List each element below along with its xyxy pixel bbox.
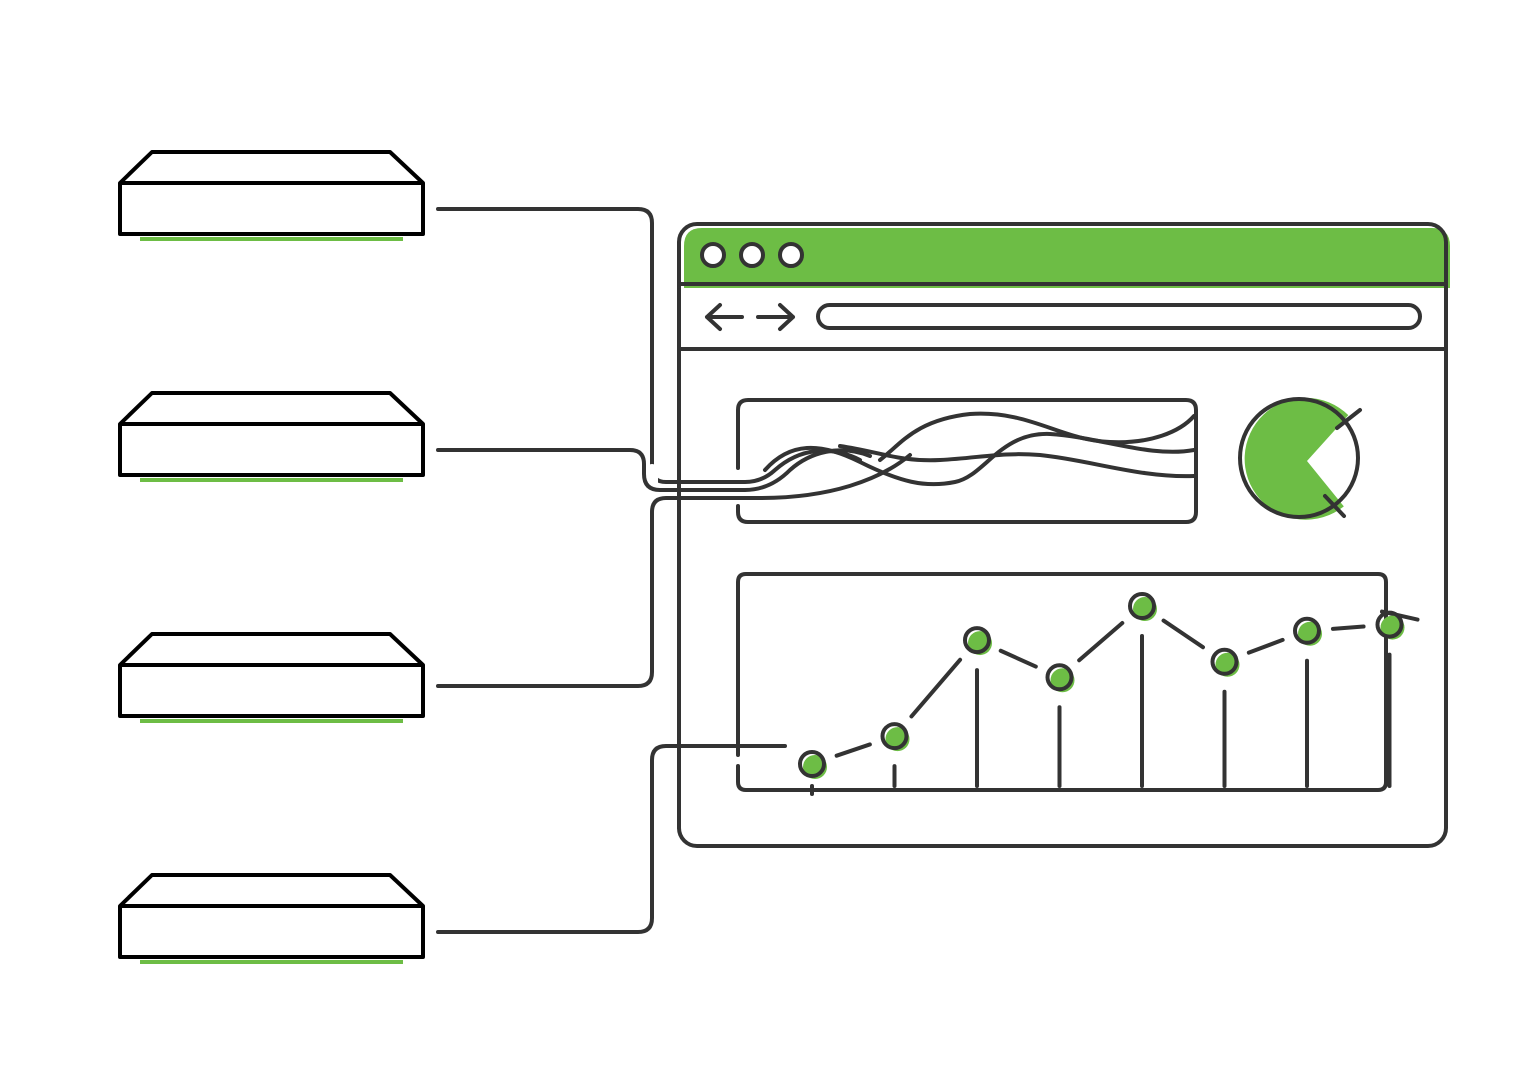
line-chart-frame [736,572,1388,792]
browser-title-bar [684,228,1450,288]
device-1 [118,150,425,241]
device-2 [118,391,425,482]
pie-slice-edge-2 [1323,494,1346,518]
wire-device-1 [436,207,862,484]
window-dot-close[interactable] [700,242,726,268]
data-point [1375,610,1405,640]
browser-window [677,222,1450,848]
device-4 [118,873,425,964]
data-point [1128,592,1157,621]
wave-panel [736,398,1198,524]
network-device-icon [118,632,425,718]
pie-chart-icon [1238,397,1362,520]
pie-slice-edge-1 [1335,408,1362,430]
data-point [1210,647,1240,677]
line-segment [1246,637,1285,655]
window-dot-maximize[interactable] [778,242,804,268]
wire-device-3 [436,453,912,688]
data-point [1045,663,1075,693]
network-device-icon [118,391,425,477]
wave-line-3 [878,411,1196,462]
line-segment [998,648,1038,669]
window-control-dots-icon [700,242,804,268]
address-bar[interactable] [816,303,1422,330]
wire-device-2 [436,448,872,492]
pie-outline [1238,397,1360,519]
line-segment [834,742,872,758]
device-3 [118,632,425,723]
wave-panel-frame [736,398,1198,524]
data-point [963,626,992,656]
wave-line-2 [838,444,1196,479]
line-segment [909,657,963,719]
device-list [118,150,425,964]
window-dot-minimize[interactable] [739,242,765,268]
data-point [880,722,910,752]
wire-device-4 [436,744,787,934]
arrow-right-icon[interactable] [756,303,795,331]
network-device-icon [118,873,425,959]
network-device-icon [118,150,425,236]
line-segment [1077,620,1125,663]
line-chart-panel [736,572,1420,796]
data-point [1293,616,1322,646]
line-segment [1330,624,1366,631]
data-point [798,750,827,779]
line-chart [798,592,1420,796]
pie-slice-large [1244,397,1349,520]
connection-wires [436,207,912,934]
line-segment [1161,618,1205,650]
arrow-left-icon[interactable] [705,303,744,331]
